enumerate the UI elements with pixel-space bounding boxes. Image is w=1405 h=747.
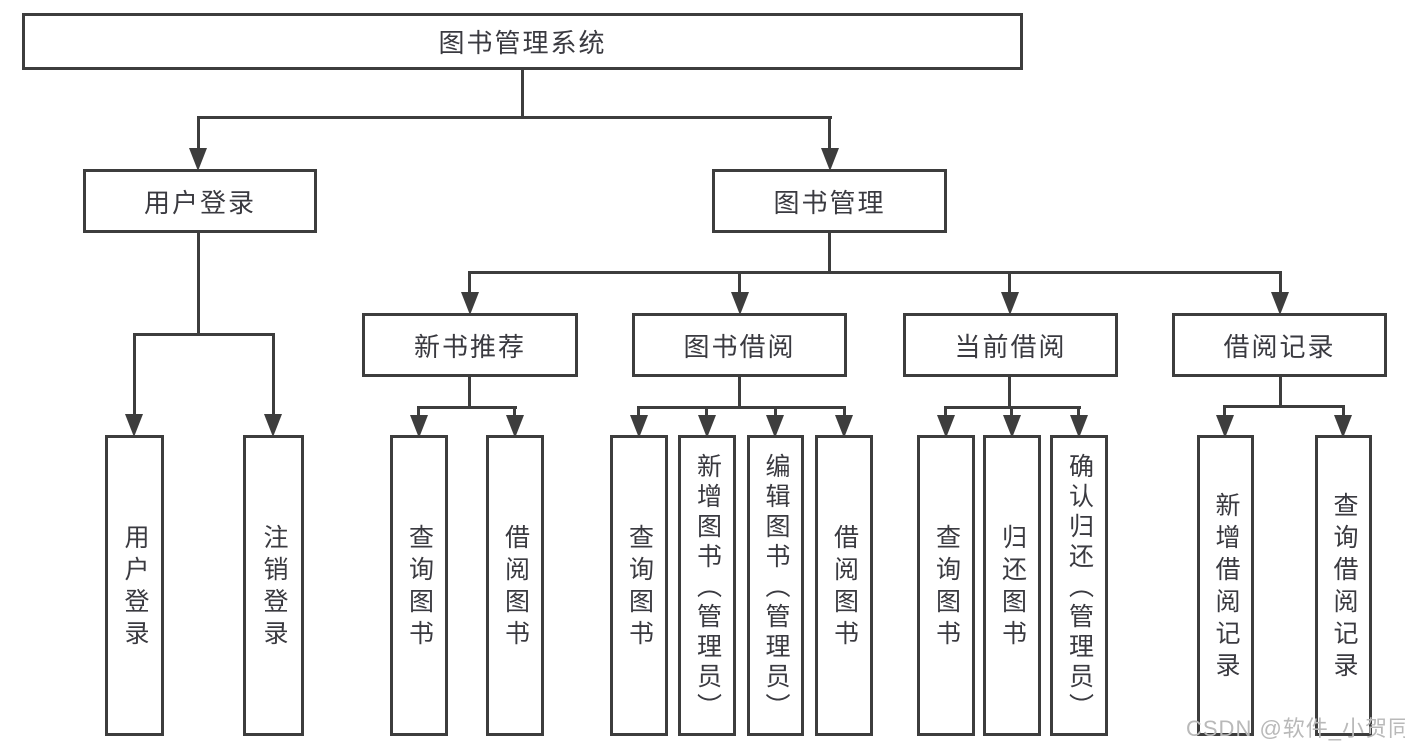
leaf-current-query-books: 查询图书	[917, 435, 975, 736]
connector-line	[1223, 405, 1345, 408]
arrow-down-icon	[766, 415, 784, 438]
arrow-down-icon	[630, 415, 648, 438]
arrow-down-icon	[1334, 415, 1352, 438]
node-book-management: 图书管理	[712, 169, 947, 233]
node-book-borrowing: 图书借阅	[632, 313, 847, 377]
connector-line	[944, 406, 947, 416]
connector-line	[1342, 405, 1345, 416]
connector-line	[637, 406, 846, 409]
arrow-down-icon	[835, 415, 853, 438]
arrow-down-icon	[937, 415, 955, 438]
connector-line	[133, 333, 136, 415]
leaf-current-return-books: 归还图书	[983, 435, 1041, 736]
leaf-records-query-record: 查询借阅记录	[1315, 435, 1372, 736]
node-user-login: 用户登录	[83, 169, 317, 233]
leaf-user-login: 用户登录	[105, 435, 164, 736]
connector-line	[513, 406, 516, 416]
connector-line	[133, 333, 275, 336]
leaf-recommend-query-books: 查询图书	[390, 435, 448, 736]
connector-line	[738, 376, 741, 409]
csdn-watermark: CSDN @软件_小贺同学	[1186, 716, 1405, 741]
arrow-down-icon	[1001, 292, 1019, 315]
connector-line	[738, 271, 741, 292]
leaf-borrowing-edit-books-admin: 编辑图书（管理员）	[747, 435, 804, 736]
arrow-down-icon	[1003, 415, 1021, 438]
leaf-recommend-borrow-books: 借阅图书	[486, 435, 544, 736]
leaf-borrowing-query-books: 查询图书	[610, 435, 668, 736]
connector-line	[1008, 376, 1011, 409]
arrow-down-icon	[410, 415, 428, 438]
arrow-down-icon	[731, 292, 749, 315]
arrow-down-icon	[698, 415, 716, 438]
connector-line	[843, 406, 846, 416]
connector-line	[197, 231, 200, 336]
leaf-borrowing-borrow-books: 借阅图书	[815, 435, 873, 736]
arrow-down-icon	[1216, 415, 1234, 438]
leaf-current-confirm-return-admin: 确认归还（管理员）	[1050, 435, 1108, 736]
connector-line	[774, 406, 777, 416]
arrow-down-icon	[264, 414, 282, 437]
connector-line	[1279, 376, 1282, 408]
connector-line	[637, 406, 640, 416]
connector-line	[417, 406, 517, 409]
connector-line	[828, 231, 831, 274]
node-new-book-recommend: 新书推荐	[362, 313, 578, 377]
connector-line	[1223, 405, 1226, 416]
connector-line	[468, 271, 471, 292]
connector-line	[521, 68, 524, 118]
connector-line	[705, 406, 708, 416]
arrow-down-icon	[821, 148, 839, 171]
connector-line	[468, 376, 471, 409]
connector-line	[1010, 406, 1013, 416]
arrow-down-icon	[461, 292, 479, 315]
leaf-records-add-record: 新增借阅记录	[1197, 435, 1254, 736]
connector-line	[417, 406, 420, 416]
arrow-down-icon	[1271, 292, 1289, 315]
leaf-borrowing-add-books-admin: 新增图书（管理员）	[678, 435, 736, 736]
arrow-down-icon	[1070, 415, 1088, 438]
connector-line	[1008, 271, 1011, 292]
node-root: 图书管理系统	[22, 13, 1023, 70]
connector-line	[197, 116, 200, 149]
connector-line	[1077, 406, 1080, 416]
node-current-borrowing: 当前借阅	[903, 313, 1118, 377]
arrow-down-icon	[125, 414, 143, 437]
connector-line	[828, 116, 831, 149]
connector-line	[468, 271, 1282, 274]
connector-line	[1279, 271, 1282, 292]
arrow-down-icon	[189, 148, 207, 171]
node-borrowing-records: 借阅记录	[1172, 313, 1387, 377]
connector-line	[197, 116, 832, 119]
leaf-logout: 注销登录	[243, 435, 304, 736]
connector-line	[272, 333, 275, 415]
arrow-down-icon	[506, 415, 524, 438]
